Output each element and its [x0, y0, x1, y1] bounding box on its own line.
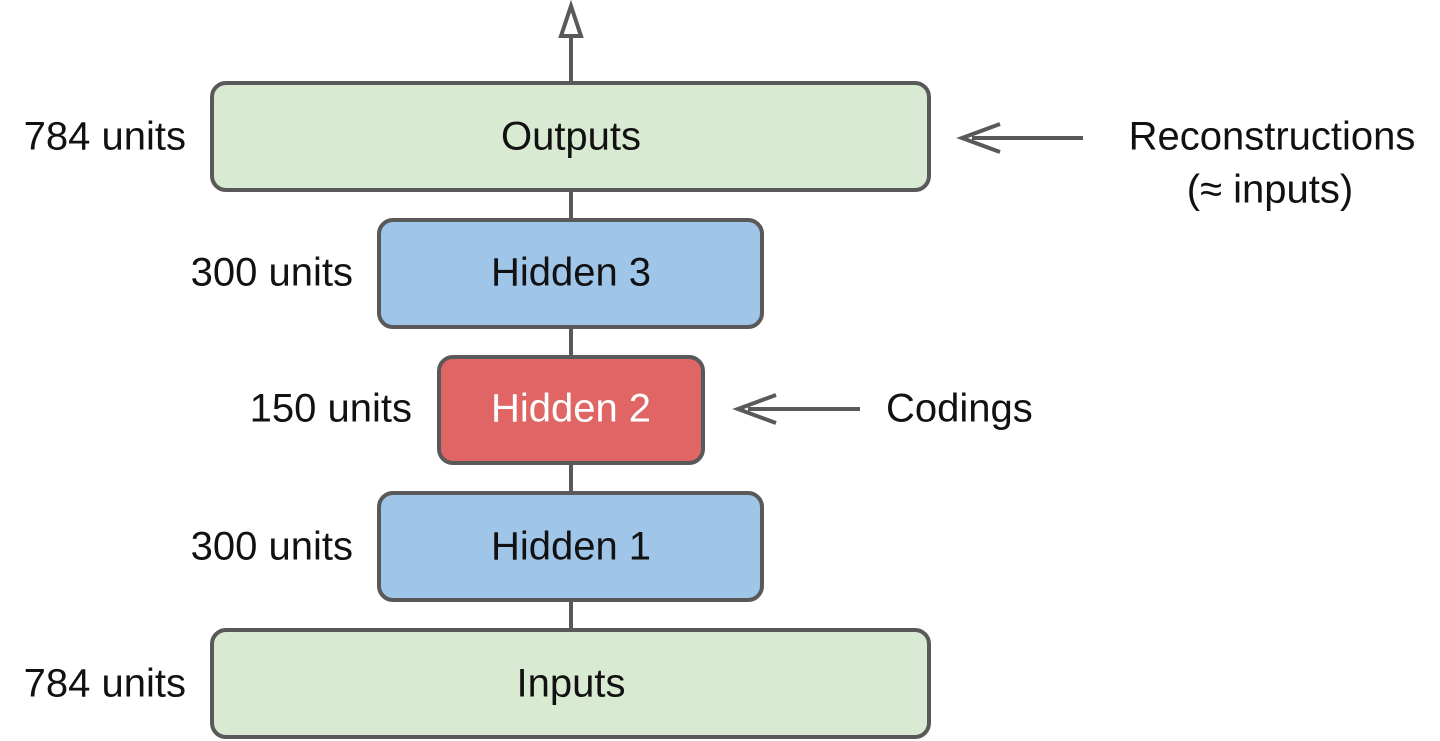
inputs-layer-box — [210, 628, 931, 739]
codings-arrow-head — [732, 393, 777, 425]
hidden-2-units-label: 150 units — [250, 387, 412, 431]
hidden-1-layer-box — [377, 491, 764, 602]
hidden-2-layer-box — [437, 355, 705, 465]
outputs-layer-box — [210, 81, 931, 192]
hidden-1-units-label: 300 units — [191, 525, 353, 569]
outputs-layer-label: Outputs — [501, 115, 641, 159]
hidden-1-layer-label: Hidden 1 — [491, 525, 651, 569]
reconstructions-sublabel: (≈ inputs) — [1187, 168, 1353, 212]
reconstructions-arrow-head — [956, 122, 1001, 154]
codings-label: Codings — [886, 387, 1033, 431]
reconstructions-label: Reconstructions — [1129, 115, 1416, 159]
inputs-units-label: 784 units — [24, 662, 186, 706]
hidden-3-units-label: 300 units — [191, 251, 353, 295]
hidden-3-layer-label: Hidden 3 — [491, 251, 651, 295]
outputs-units-label: 784 units — [24, 115, 186, 159]
hidden-2-layer-label: Hidden 2 — [491, 387, 651, 431]
output-arrow-head — [558, 0, 584, 38]
inputs-layer-label: Inputs — [517, 662, 626, 706]
hidden-3-layer-box — [377, 218, 764, 329]
